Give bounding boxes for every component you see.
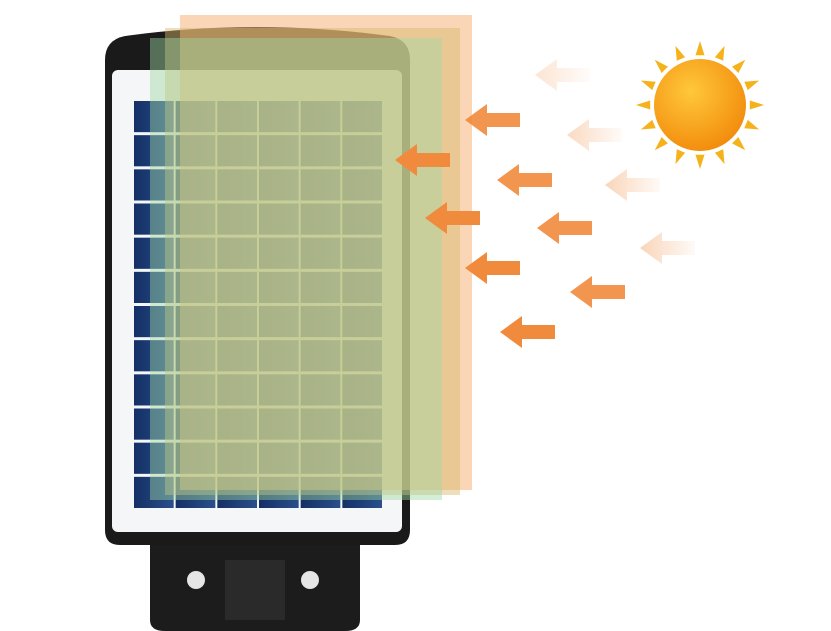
arrow-left-icon — [465, 252, 520, 284]
arrow-left-icon — [465, 104, 520, 136]
arrow-left-icon — [500, 316, 555, 348]
arrow-left-icon — [537, 212, 592, 244]
arrow-left-icon — [497, 164, 552, 196]
arrow-left-icon — [640, 232, 695, 264]
arrow-left-icon — [535, 59, 590, 91]
arrow-left-icon — [395, 144, 450, 176]
solar-cell — [134, 271, 174, 303]
solar-cell — [134, 101, 174, 133]
light-overlays — [150, 15, 472, 500]
arrow-left-icon — [567, 119, 622, 151]
mount-bracket — [150, 540, 360, 631]
arrow-left-icon — [570, 276, 625, 308]
arrow-left-icon — [605, 169, 660, 201]
solar-cell — [134, 442, 174, 474]
sunlight-arrows — [395, 59, 695, 348]
solar-cell — [134, 476, 174, 508]
solar-cell — [134, 135, 174, 167]
solar-cell — [134, 237, 174, 269]
sun-icon — [636, 41, 764, 169]
solar-cell — [134, 306, 174, 338]
solar-cell — [134, 408, 174, 440]
solar-cell — [134, 203, 174, 235]
solar-cell — [134, 374, 174, 406]
solar-cell — [134, 340, 174, 372]
arrow-left-icon — [425, 202, 480, 234]
solar-cell — [134, 169, 174, 201]
